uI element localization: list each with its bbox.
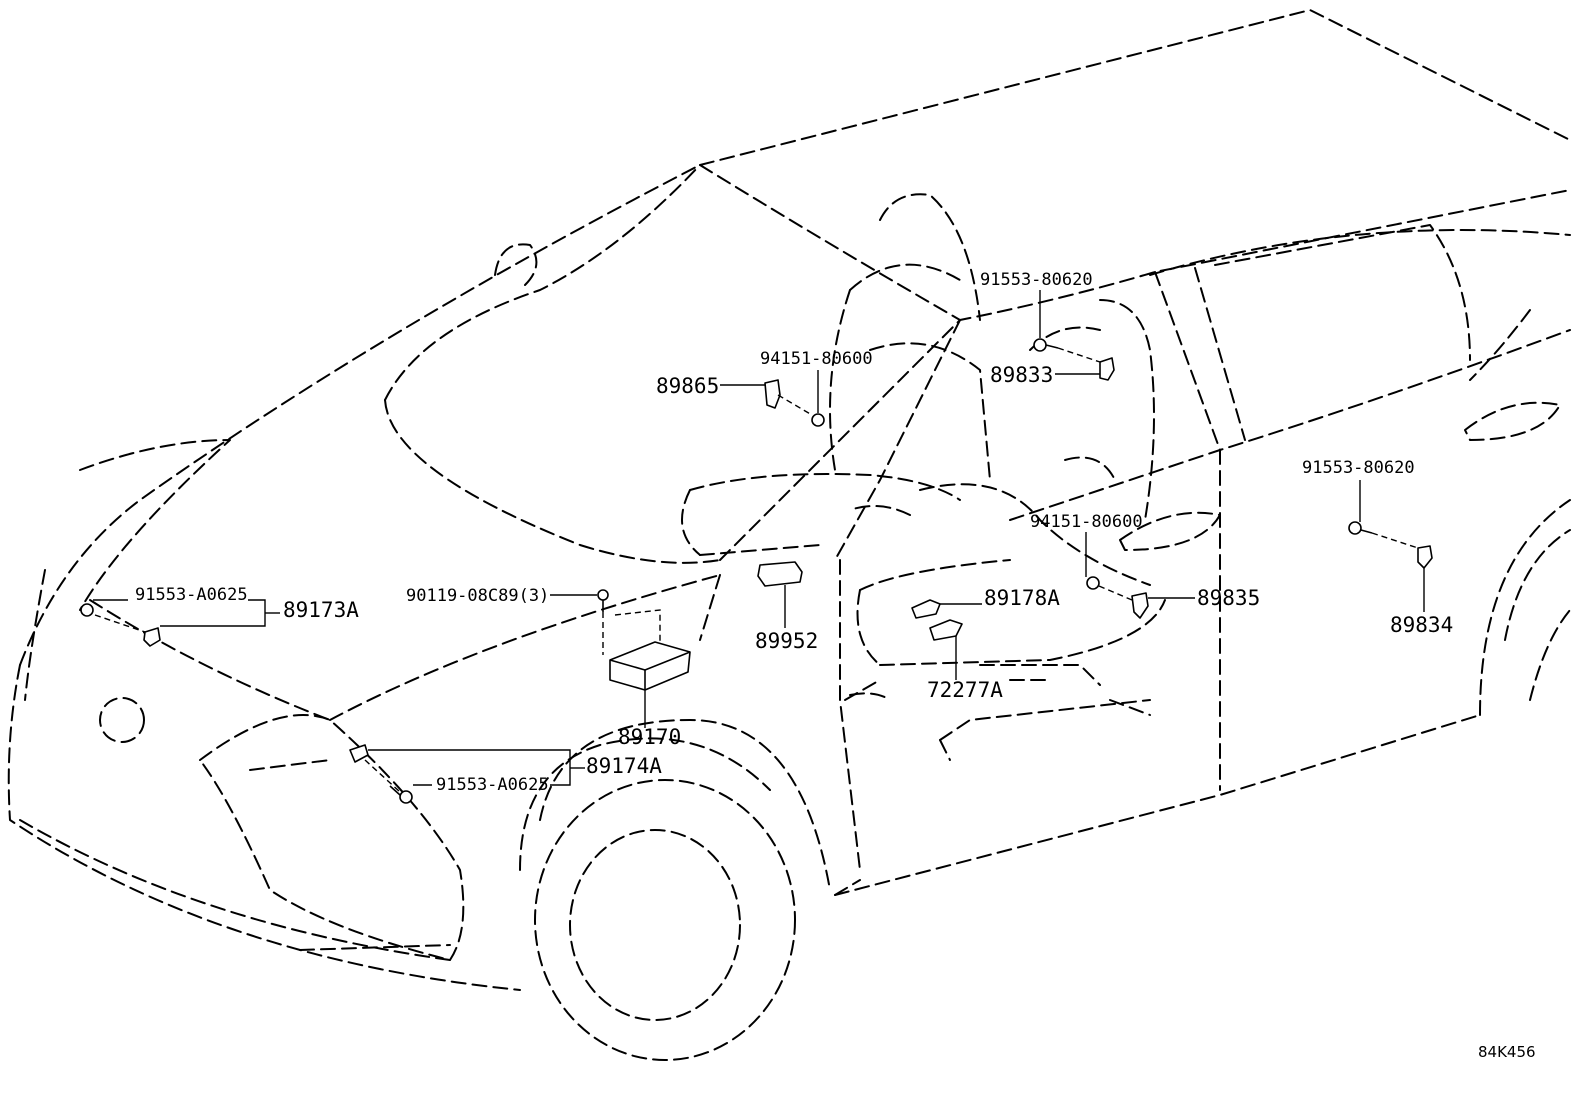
callout-89178A: 89178A (984, 586, 1060, 610)
part-nut-94151-80600-left (811, 413, 825, 427)
part-bolt-90119-08C89 (597, 589, 609, 612)
callout-labels: 91553-80620 94151-80600 89865 89833 9155… (135, 270, 1536, 1061)
part-sensor-89173A (143, 627, 161, 647)
vehicle-outline (7, 9, 1571, 1061)
callout-89835: 89835 (1197, 586, 1260, 610)
callout-89173A: 89173A (283, 598, 359, 622)
callout-89834: 89834 (1390, 613, 1453, 637)
callout-91553-80620-right: 91553-80620 (1302, 458, 1415, 478)
part-sensor-89178A (911, 599, 941, 619)
part-bolt-91553-A0625-lower (389, 785, 413, 804)
part-sensor-89834 (1417, 545, 1433, 569)
part-bolt-91553-A0625-left (80, 603, 94, 617)
part-bolt-91553-80620-right (1348, 521, 1373, 535)
part-nut-94151-80600-right (1086, 576, 1100, 590)
callout-90119-08C89: 90119-08C89(3) (406, 586, 549, 606)
callout-89174A: 89174A (586, 754, 662, 778)
leader-lines (93, 290, 1425, 793)
part-sensor-89174A (349, 744, 369, 763)
callout-89865: 89865 (656, 374, 719, 398)
callout-89170: 89170 (618, 725, 681, 749)
part-sensor-89865 (764, 379, 781, 409)
callout-94151-80600-left: 94151-80600 (760, 349, 873, 369)
callout-91553-A0625-lower: 91553-A0625 (436, 775, 549, 795)
part-ecu-89170 (602, 609, 691, 691)
callout-91553-A0625-left: 91553-A0625 (135, 585, 248, 605)
part-connector-89952 (757, 561, 803, 587)
part-bolt-91553-80620-top (1033, 338, 1059, 352)
callout-91553-80620-top: 91553-80620 (980, 270, 1093, 290)
callout-89952: 89952 (755, 629, 818, 653)
callout-89833: 89833 (990, 363, 1053, 387)
part-72277A (929, 619, 963, 641)
callout-72277A: 72277A (927, 678, 1003, 702)
diagram-code: 84K456 (1478, 1043, 1536, 1061)
callout-94151-80600-right: 94151-80600 (1030, 512, 1143, 532)
part-sensor-89835 (1131, 592, 1149, 619)
part-sensor-89833 (1099, 357, 1115, 381)
